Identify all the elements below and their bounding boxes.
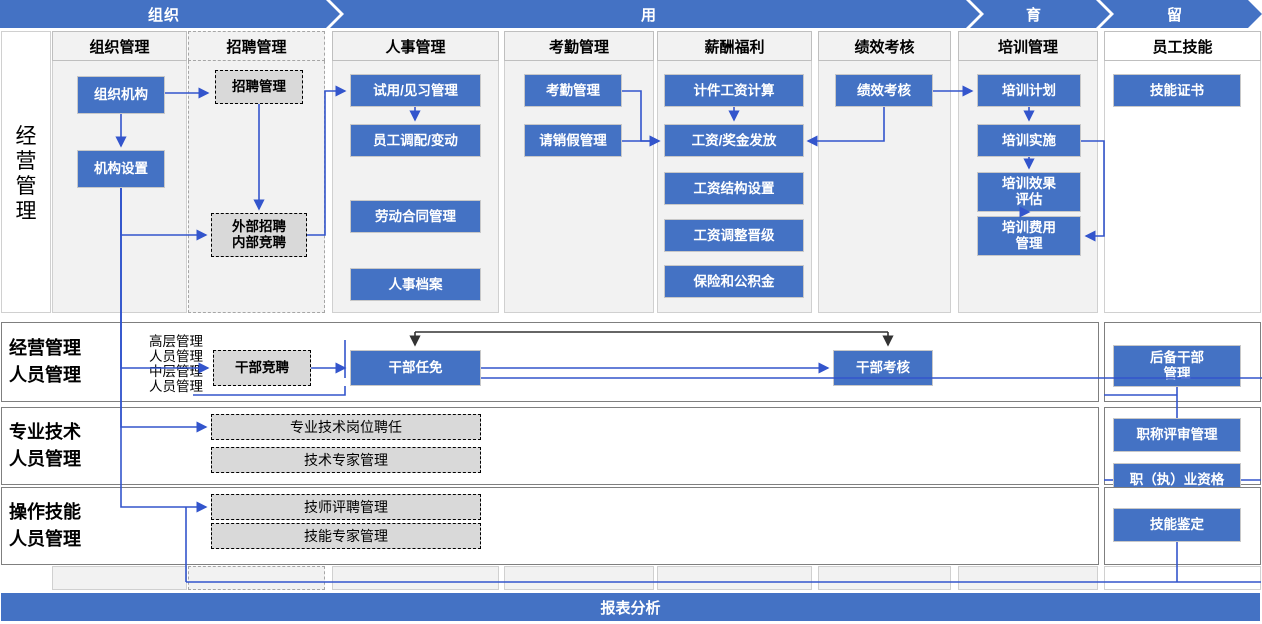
box-pay-adjust[interactable]: 工资调整晋级 (664, 219, 804, 252)
row-label-exec: 经营管理 人员管理 (9, 338, 81, 385)
bottom-strip-left (52, 566, 187, 590)
bottom-strip-hr (332, 566, 499, 590)
phase-chevron-retain: 留 (1100, 0, 1262, 28)
exec-level-labels: 高层管理 人员管理 中层管理 人员管理 (149, 334, 203, 395)
box-tech-post-appointment[interactable]: 专业技术岗位聘任 (211, 414, 481, 440)
phase-label: 育 (1025, 6, 1042, 24)
phase-chevron-organize: 组织 (0, 0, 340, 28)
column-header-recruit[interactable]: 招聘管理 (188, 31, 325, 61)
phase-chevron-develop: 育 (970, 0, 1110, 28)
row-band-tech (1, 407, 1099, 485)
row-label-tech: 专业技术 人员管理 (9, 422, 81, 469)
box-pay-piecework[interactable]: 计件工资计算 (664, 74, 804, 107)
footer-report-analysis[interactable]: 报表分析 (1, 593, 1260, 621)
bottom-strip-skill (1104, 566, 1261, 590)
box-train-effect[interactable]: 培训效果 评估 (977, 172, 1081, 212)
row-band-oper (1, 487, 1099, 565)
phase-label: 组织 (147, 6, 180, 24)
column-header-pay[interactable]: 薪酬福利 (657, 31, 812, 61)
column-header-perf[interactable]: 绩效考核 (818, 31, 951, 61)
bottom-strip-train (958, 566, 1098, 590)
box-train-plan[interactable]: 培训计划 (977, 74, 1081, 107)
main-row-label: 经 营 管 理 (15, 125, 37, 223)
box-skill-assessment[interactable]: 技能鉴定 (1113, 508, 1241, 542)
box-org-settings[interactable]: 机构设置 (77, 150, 165, 188)
column-header-hr[interactable]: 人事管理 (332, 31, 499, 61)
box-pay-payout[interactable]: 工资/奖金发放 (664, 124, 804, 157)
box-hr-transfer[interactable]: 员工调配/变动 (350, 124, 481, 157)
box-tech-expert-manage[interactable]: 技术专家管理 (211, 447, 481, 473)
box-train-cost[interactable]: 培训费用 管理 (977, 216, 1081, 256)
box-attend-manage[interactable]: 考勤管理 (524, 74, 622, 107)
box-hr-archive[interactable]: 人事档案 (350, 268, 481, 301)
box-title-review[interactable]: 职称评审管理 (1113, 418, 1241, 452)
box-reserve-cadre[interactable]: 后备干部 管理 (1113, 345, 1241, 387)
box-cadre-competition[interactable]: 干部竞聘 (213, 350, 311, 386)
column-header-train[interactable]: 培训管理 (958, 31, 1098, 61)
box-perf-review[interactable]: 绩效考核 (835, 74, 933, 107)
phase-label: 留 (1166, 6, 1183, 24)
bottom-strip-attend (504, 566, 654, 590)
bottom-strip-recruit (188, 566, 325, 590)
bottom-strip-perf (818, 566, 951, 590)
column-header-skill[interactable]: 员工技能 (1104, 31, 1261, 61)
box-cadre-appointment[interactable]: 干部任免 (350, 350, 481, 386)
row-label-oper: 操作技能 人员管理 (9, 502, 81, 549)
column-header-org[interactable]: 组织管理 (52, 31, 187, 61)
box-hr-probation[interactable]: 试用/见习管理 (350, 74, 481, 107)
box-technician-appraisal[interactable]: 技师评聘管理 (211, 494, 481, 520)
box-hr-contract[interactable]: 劳动合同管理 (350, 200, 481, 233)
box-skill-cert[interactable]: 技能证书 (1113, 74, 1241, 107)
phase-label: 用 (640, 6, 657, 24)
phase-banner: 组织 用 育 留 (0, 0, 1262, 28)
box-recruit-external-internal[interactable]: 外部招聘 内部竞聘 (211, 213, 307, 257)
box-train-execute[interactable]: 培训实施 (977, 124, 1081, 157)
phase-chevron-use: 用 (330, 0, 980, 28)
box-cadre-assessment[interactable]: 干部考核 (833, 350, 933, 386)
column-header-attend[interactable]: 考勤管理 (504, 31, 654, 61)
box-pay-structure[interactable]: 工资结构设置 (664, 172, 804, 205)
box-org-structure[interactable]: 组织机构 (77, 76, 165, 114)
main-label-cell (1, 31, 51, 313)
box-recruit-manage[interactable]: 招聘管理 (215, 70, 303, 104)
box-attend-leave[interactable]: 请销假管理 (524, 124, 622, 157)
box-skill-expert-manage[interactable]: 技能专家管理 (211, 523, 481, 549)
box-pay-insurance[interactable]: 保险和公积金 (664, 265, 804, 298)
bottom-strip-pay (657, 566, 812, 590)
